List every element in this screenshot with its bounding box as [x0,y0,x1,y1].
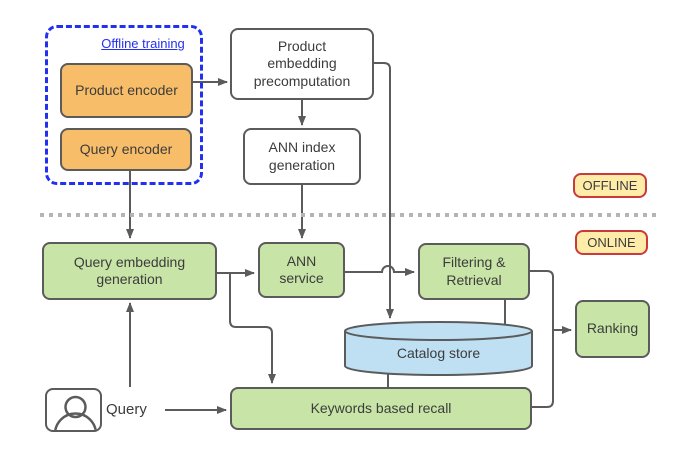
offline-online-separator [40,213,657,217]
edge-ann-service-to-filtering [345,265,415,276]
offline-training-group-box [45,25,203,185]
edge-query-embedding-to-keywords-recall [229,273,276,384]
online-badge: ONLINE [575,230,648,255]
node-catalog-store-label: Catalog store [396,345,481,361]
node-filtering-retrieval-label: Filtering & Retrieval [442,254,506,288]
user-icon [54,395,97,430]
node-ann-service-label: ANN service [279,252,324,287]
node-query-encoder-label: Query encoder [79,140,173,157]
node-product-embedding-precomputation: Product embedding precomputation [230,28,374,100]
node-ranking: Ranking [575,300,650,358]
node-ranking-label: Ranking [586,320,639,337]
node-product-embedding-precomputation-label: Product embedding precomputation [253,37,351,89]
node-ann-service: ANN service [258,242,345,298]
node-keywords-based-recall: Keywords based recall [230,387,532,430]
query-input-label: Query [106,401,147,418]
offline-badge-label: OFFLINE [582,178,638,193]
online-badge-label: ONLINE [587,235,636,250]
node-query-encoder: Query encoder [60,128,192,171]
query-user-box [45,388,102,432]
node-ann-index-generation: ANN index generation [243,128,361,185]
node-filtering-retrieval: Filtering & Retrieval [418,243,530,300]
node-query-embedding-generation: Query embedding generation [42,242,217,300]
node-product-encoder-label: Product encoder [75,81,178,98]
offline-badge: OFFLINE [573,173,647,198]
offline-training-group-label[interactable]: Offline training [101,36,185,51]
node-keywords-based-recall-label: Keywords based recall [310,399,452,416]
node-product-encoder: Product encoder [60,63,193,118]
catalog-store-cylinder [344,321,533,376]
node-query-embedding-generation-label: Query embedding generation [73,253,186,288]
node-ann-index-generation-label: ANN index generation [268,139,336,173]
edge-precomputation-to-catalog-store [374,62,394,319]
edge-filtering-and-keywords-merge [530,270,554,408]
